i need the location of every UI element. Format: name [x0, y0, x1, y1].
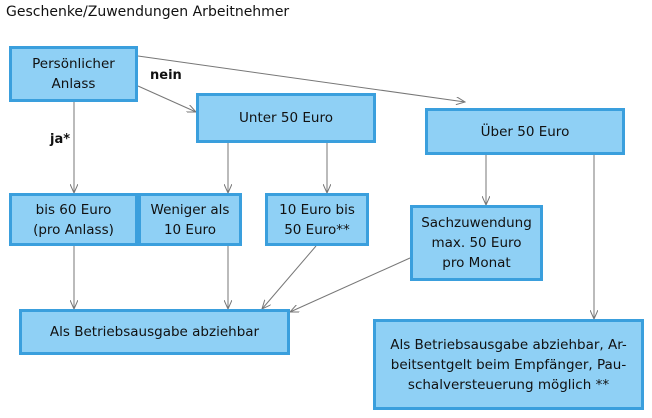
node-10-bis-50-euro: 10 Euro bis 50 Euro**	[265, 193, 369, 246]
node-als-betriebsausgabe-abziehbar: Als Betriebsausgabe abziehbar	[19, 309, 290, 355]
arrow-anlass-to-unter50	[137, 85, 196, 112]
node-ueber-50-euro: Über 50 Euro	[425, 108, 625, 155]
node-persoenlicher-anlass: Persönlicher Anlass	[9, 46, 138, 102]
arrow-10bis50-to-betriebsausgabe	[262, 245, 317, 309]
arrow-sachzuwendung-to-betriebsausgabe	[290, 257, 411, 312]
node-betriebsausgabe-arbeitsentgelt: Als Betriebsausgabe abziehbar, Ar- beits…	[373, 319, 644, 410]
node-sachzuwendung: Sachzuwendung max. 50 Euro pro Monat	[410, 205, 543, 281]
edge-label-nein: nein	[150, 68, 182, 83]
edge-label-ja: ja*	[50, 132, 71, 147]
arrow-anlass-to-ueber50	[137, 55, 465, 102]
node-bis-60-euro: bis 60 Euro (pro Anlass)	[9, 193, 138, 246]
node-weniger-als-10-euro: Weniger als 10 Euro	[138, 193, 242, 246]
diagram-title: Geschenke/Zuwendungen Arbeitnehmer	[6, 4, 290, 20]
node-unter-50-euro: Unter 50 Euro	[196, 93, 376, 143]
